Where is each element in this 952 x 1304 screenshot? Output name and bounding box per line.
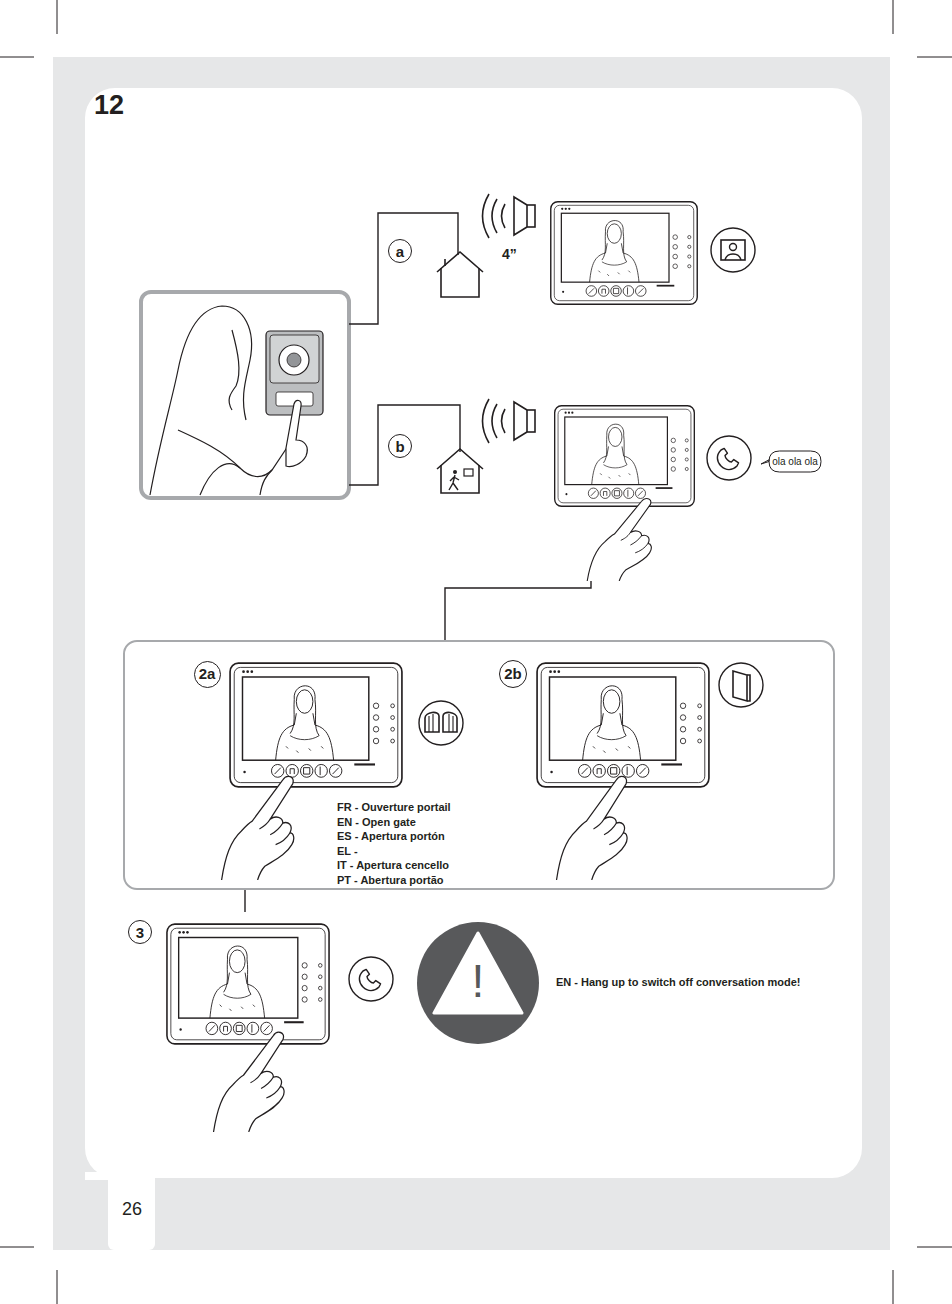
- step-circle: b: [388, 434, 412, 458]
- duration-label: 4”: [502, 247, 517, 261]
- step-group-panel: FR - Ouverture portailEN - Open gateES -…: [123, 640, 835, 890]
- step-label: 3: [136, 925, 144, 940]
- step-circle: 2b: [499, 660, 527, 688]
- bubble-text-wrap: ola ola ola: [769, 451, 821, 472]
- caption-line: EN - Open gate: [337, 815, 451, 830]
- caption-line: PT - Abertura portão: [337, 873, 451, 888]
- caption-line: IT - Apertura cencello: [337, 858, 451, 873]
- step-circle: 3: [128, 920, 152, 944]
- hands: [214, 499, 652, 1132]
- ringtone-speakers: [483, 194, 536, 443]
- gate-caption: FR - Ouverture portailEN - Open gateES -…: [337, 800, 451, 887]
- wires: [245, 213, 591, 912]
- step-number: 12: [94, 92, 124, 119]
- visitor-scene: [141, 292, 349, 498]
- step-label: 2a: [199, 667, 216, 682]
- caption-line: ES - Apertura portón: [337, 829, 451, 844]
- step-circle: a: [388, 239, 412, 263]
- speech-text: ola ola ola: [772, 456, 818, 467]
- caption-line: FR - Ouverture portail: [337, 800, 451, 815]
- house-icons: [437, 252, 483, 493]
- page-number: 26: [122, 1200, 142, 1218]
- step-label: a: [396, 244, 404, 259]
- step-label: b: [395, 439, 404, 454]
- monitors: [167, 202, 709, 1044]
- warning-note: EN - Hang up to switch off conversation …: [556, 977, 800, 988]
- step-circle: 2a: [194, 661, 221, 688]
- warning-sign: [417, 922, 539, 1044]
- warning-mark: !: [472, 958, 485, 1004]
- step-label: 2b: [504, 667, 522, 682]
- caption-line: EL -: [337, 844, 451, 859]
- speech-bubble: ola ola ola: [769, 451, 821, 472]
